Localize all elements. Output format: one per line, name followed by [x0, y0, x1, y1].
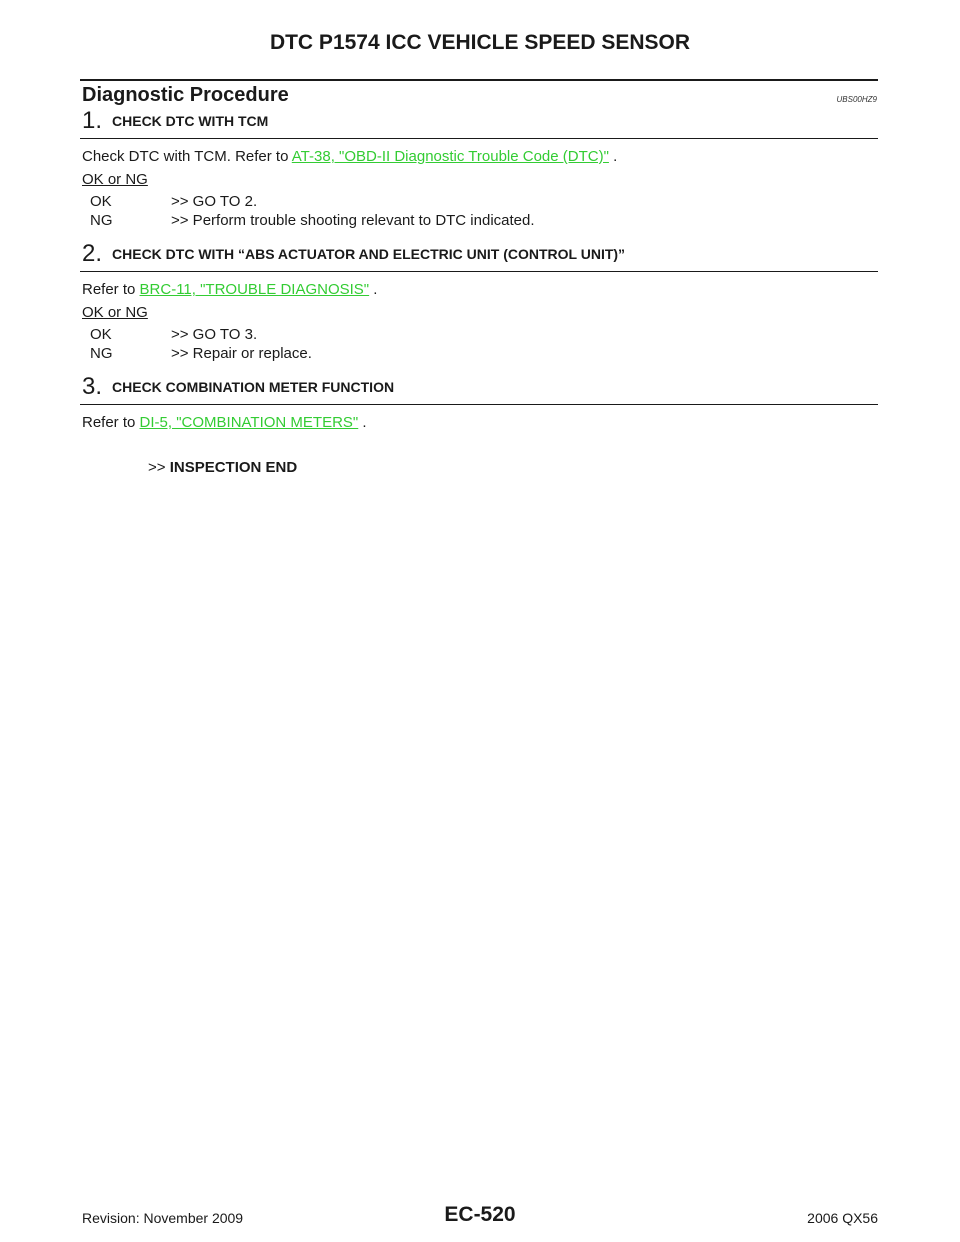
step-3-number: 3.: [82, 373, 103, 400]
step-1-instruction: Check DTC with TCM. Refer to AT-38, "OBD…: [82, 148, 618, 165]
footer-model: 2006 QX56: [807, 1210, 878, 1226]
step-3-rule: [80, 404, 878, 405]
step-3-heading: 3. CHECK COMBINATION METER FUNCTION: [82, 373, 394, 401]
section-title: Diagnostic Procedure: [82, 84, 289, 106]
page-title: DTC P1574 ICC VEHICLE SPEED SENSOR: [269, 31, 691, 54]
step-1-title: CHECK DTC WITH TCM: [112, 113, 269, 129]
step-1-ok-ng-label: OK or NG: [82, 171, 148, 188]
link-brc-11[interactable]: BRC-11, "TROUBLE DIAGNOSIS": [139, 281, 370, 298]
footer-revision: Revision: November 2009: [82, 1210, 244, 1226]
footer-page-number: EC-520: [444, 1203, 516, 1226]
step-1-number: 1.: [82, 107, 103, 134]
link-di-5[interactable]: DI-5, "COMBINATION METERS": [139, 414, 359, 431]
header-rule: [80, 79, 878, 81]
step-1-result-ng: NG>> Perform trouble shooting relevant t…: [90, 212, 535, 229]
link-at-38[interactable]: AT-38, "OBD-II Diagnostic Trouble Code (…: [291, 148, 609, 165]
step-3-instruction: Refer to DI-5, "COMBINATION METERS" .: [82, 414, 367, 431]
step-1-result-ok: OK>> GO TO 2.: [90, 193, 258, 210]
step-2-heading: 2. CHECK DTC WITH “ABS ACTUATOR AND ELECT…: [82, 240, 625, 268]
section-id: UBS00HZ9: [836, 95, 877, 104]
step-2-result-ok: OK>> GO TO 3.: [90, 326, 258, 343]
step-2-rule: [80, 271, 878, 272]
step-1-heading: 1. CHECK DTC WITH TCM: [82, 107, 268, 135]
step-2-result-ng: NG>> Repair or replace.: [90, 345, 312, 362]
step-2-number: 2.: [82, 240, 103, 267]
step-3-title: CHECK COMBINATION METER FUNCTION: [112, 379, 395, 395]
step-1-rule: [80, 138, 878, 139]
step-2-title: CHECK DTC WITH “ABS ACTUATOR AND ELECTRI…: [112, 246, 626, 262]
step-2-ok-ng-label: OK or NG: [82, 304, 148, 321]
inspection-end: >> INSPECTION END: [148, 459, 298, 476]
step-2-instruction: Refer to BRC-11, "TROUBLE DIAGNOSIS" .: [82, 281, 378, 298]
